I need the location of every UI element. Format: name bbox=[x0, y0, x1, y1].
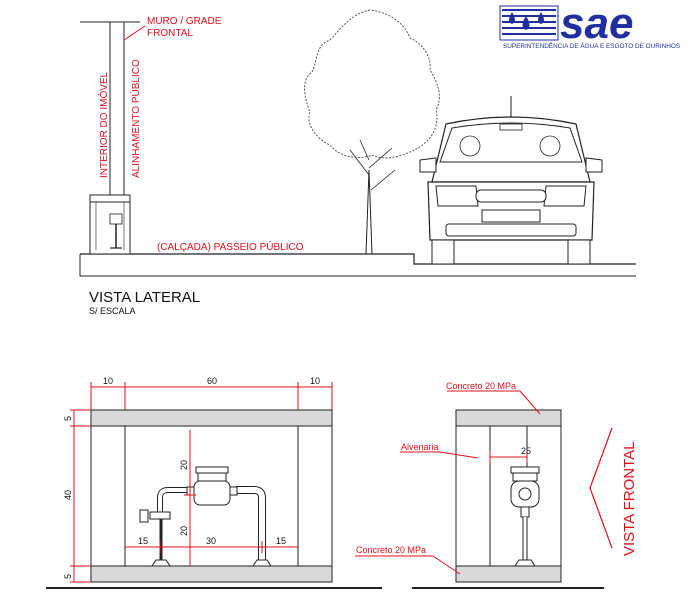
side-view-title: VISTA LATERAL bbox=[89, 289, 200, 306]
dim-pipe-height-bottom: 20 bbox=[179, 526, 189, 536]
front-dimension-lines bbox=[70, 382, 333, 583]
logo-text: sae bbox=[560, 0, 633, 48]
wall-label-line1: MURO / GRADE bbox=[147, 16, 222, 27]
wall-leader bbox=[123, 25, 146, 41]
masonry-label: Alvenaria bbox=[401, 442, 439, 452]
dim-top-middle: 60 bbox=[207, 376, 217, 386]
dim-left-top: 5 bbox=[63, 416, 73, 421]
dim-bottom-middle: 30 bbox=[206, 536, 216, 546]
dim-bottom-left: 15 bbox=[138, 536, 148, 546]
meter-side-profile bbox=[510, 466, 540, 567]
side-view: MURO / GRADE FRONTAL INTERIOR DO IMÓVEL … bbox=[79, 9, 636, 316]
public-alignment-label: ALINHAMENTO PÚBLICO bbox=[129, 59, 142, 178]
front-right-wall bbox=[297, 425, 333, 567]
wall-label-line2: FRONTAL bbox=[147, 28, 193, 39]
section-left-wall bbox=[455, 425, 491, 567]
front-bottom-slab bbox=[90, 565, 333, 583]
tree-illustration bbox=[304, 9, 440, 255]
sidewalk-label: (CALÇADA) PASSEIO PÚBLICO bbox=[157, 240, 304, 253]
dim-bottom-right: 15 bbox=[276, 536, 286, 546]
view-direction-arrow-icon bbox=[589, 427, 613, 549]
concrete-top-label: Concreto 20 MPa bbox=[446, 381, 516, 391]
front-view: 10 60 10 5 40 5 20 20 15 30 15 bbox=[46, 376, 382, 589]
dim-top-right: 10 bbox=[310, 376, 320, 386]
front-top-slab bbox=[90, 409, 333, 427]
dim-inner-width: 25 bbox=[521, 446, 531, 456]
section-dimension-lines bbox=[355, 390, 541, 575]
meter-box-side bbox=[89, 194, 131, 255]
dim-left-bottom: 5 bbox=[63, 574, 73, 579]
property-interior-label: INTERIOR DO IMÓVEL bbox=[97, 71, 110, 178]
ground-profile bbox=[80, 253, 636, 265]
water-drops-icon bbox=[499, 5, 559, 41]
front-left-wall bbox=[90, 425, 126, 567]
section-bottom-slab bbox=[455, 565, 562, 583]
section-view: Concreto 20 MPa Alvenaria 25 Concreto 20… bbox=[355, 381, 638, 589]
sae-logo: sae SUPERINTENDÊNCIA DE ÁGUA E ESGOTO DE… bbox=[499, 0, 680, 50]
section-top-slab bbox=[455, 409, 562, 427]
logo-subtitle: SUPERINTENDÊNCIA DE ÁGUA E ESGOTO DE OUR… bbox=[503, 41, 680, 50]
car-illustration bbox=[419, 96, 603, 265]
front-view-title: VISTA FRONTAL bbox=[621, 442, 638, 556]
dim-top-left: 10 bbox=[103, 376, 113, 386]
concrete-bottom-label: Concreto 20 MPa bbox=[356, 545, 426, 555]
dim-left-middle: 40 bbox=[63, 490, 73, 500]
dim-pipe-height-top: 20 bbox=[179, 460, 189, 470]
scale-note: S/ ESCALA bbox=[89, 306, 136, 316]
water-meter-assembly bbox=[139, 466, 272, 567]
